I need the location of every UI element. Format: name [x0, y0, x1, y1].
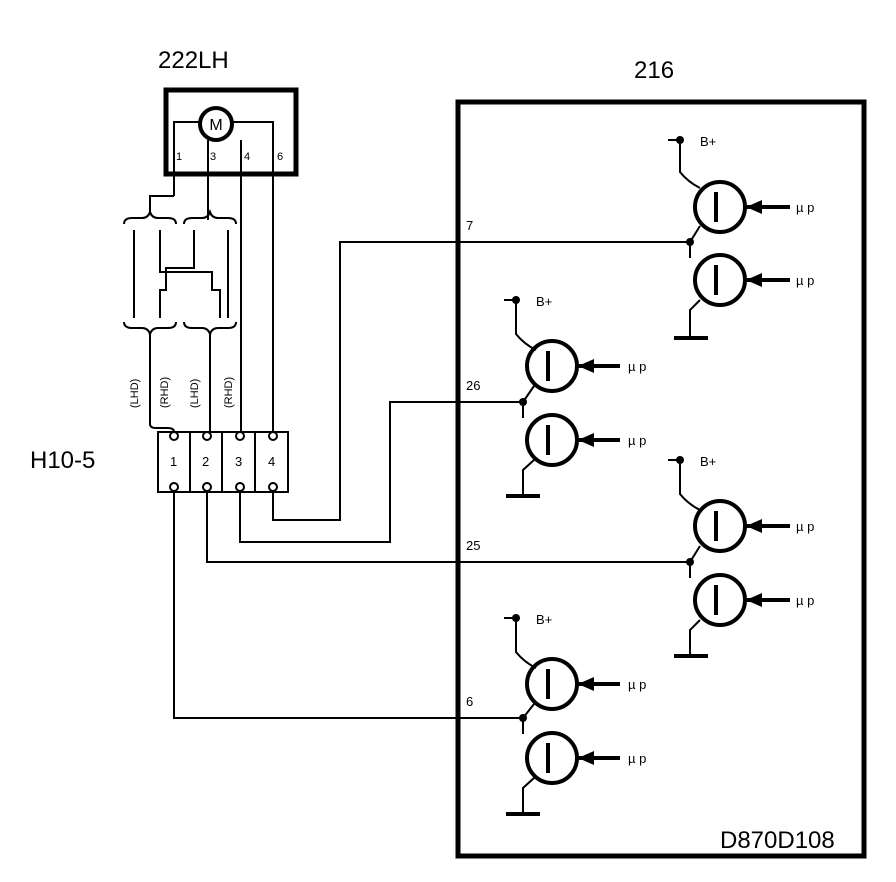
input-label: µ p [628, 359, 646, 374]
supply-node [676, 456, 684, 464]
input-label: µ p [628, 677, 646, 692]
connector-contact-3-top [235, 431, 245, 441]
connector-contact-4-top [268, 431, 278, 441]
connector-contact-2-bottom [202, 482, 212, 492]
input-label: µ p [628, 751, 646, 766]
low-side-transistor [693, 253, 747, 307]
module-title: 216 [634, 57, 674, 84]
harness-rhd-inner [159, 230, 195, 318]
harness-brace-bottom-left [123, 321, 177, 338]
motor-symbol-label: M [209, 117, 222, 134]
driver-stage-lower-left: B+ µ p µ p [504, 612, 646, 816]
input-label: µ p [796, 593, 814, 608]
motor-pin-1: 1 [176, 151, 182, 163]
connector-title: H10-5 [30, 447, 95, 474]
supply-node [676, 136, 684, 144]
harness-brace-top-right [183, 208, 237, 225]
wire-connector-3-to-pin-26 [239, 401, 523, 543]
connector-contact-2-top [202, 431, 212, 441]
high-side-transistor [525, 339, 579, 393]
input-label: µ p [796, 273, 814, 288]
supply-label: B+ [536, 612, 552, 627]
wire-connector-2-to-pin-25 [206, 492, 690, 563]
motor-title: 222LH [158, 47, 229, 74]
motor-pin-6: 6 [277, 151, 283, 163]
motor-pin-3: 3 [210, 151, 216, 163]
connector-pin-1: 1 [170, 454, 177, 469]
input-label: µ p [628, 433, 646, 448]
driver-stage-upper-right: B+ µ p µ p [668, 134, 814, 340]
driver-stage-lower-right: B+ µ p µ p [668, 454, 814, 658]
option-label-lhd-1: (LHD) [129, 379, 141, 408]
high-side-transistor [693, 499, 747, 553]
module-pin-25: 25 [466, 538, 480, 553]
lead-to-connector-1 [149, 360, 175, 433]
supply-label: B+ [700, 134, 716, 149]
module-pin-7: 7 [466, 218, 473, 233]
connector-contact-3-bottom [235, 482, 245, 492]
motor-pin-4: 4 [244, 151, 250, 163]
high-side-transistor [525, 657, 579, 711]
connector-pin-3: 3 [235, 454, 242, 469]
harness-lead-1-drop [149, 195, 174, 212]
low-side-transistor [525, 731, 579, 785]
harness-lhd-inner [159, 230, 221, 318]
driver-stage-upper-left: B+ µ p µ p [504, 294, 646, 498]
module-housing [455, 99, 867, 859]
supply-node [512, 614, 520, 622]
connector-contact-1-bottom [169, 482, 179, 492]
supply-label: B+ [536, 294, 552, 309]
wire-connector-4-to-pin-7 [272, 241, 690, 521]
motor-lead-6 [232, 121, 274, 432]
option-label-rhd-1: (RHD) [159, 377, 171, 408]
connector-pin-4: 4 [268, 454, 275, 469]
harness-brace-bottom-right [183, 321, 237, 338]
module-pin-26: 26 [466, 378, 480, 393]
option-label-rhd-2: (RHD) [223, 377, 235, 408]
motor-symbol [198, 106, 234, 142]
wire-connector-1-to-pin-6 [173, 492, 523, 719]
input-label: µ p [796, 519, 814, 534]
supply-label: B+ [700, 454, 716, 469]
connector-pin-2: 2 [202, 454, 209, 469]
module-code: D870D108 [720, 827, 835, 854]
low-side-transistor [525, 413, 579, 467]
supply-node [512, 296, 520, 304]
low-side-transistor [693, 573, 747, 627]
motor-housing [163, 87, 299, 177]
motor-lead-1 [173, 121, 200, 196]
option-label-lhd-2: (LHD) [189, 379, 201, 408]
module-pin-6: 6 [466, 694, 473, 709]
connector-contact-1-top [169, 431, 179, 441]
input-label: µ p [796, 200, 814, 215]
harness-brace-top-left [123, 208, 177, 225]
high-side-transistor [693, 180, 747, 234]
connector-contact-4-bottom [268, 482, 278, 492]
